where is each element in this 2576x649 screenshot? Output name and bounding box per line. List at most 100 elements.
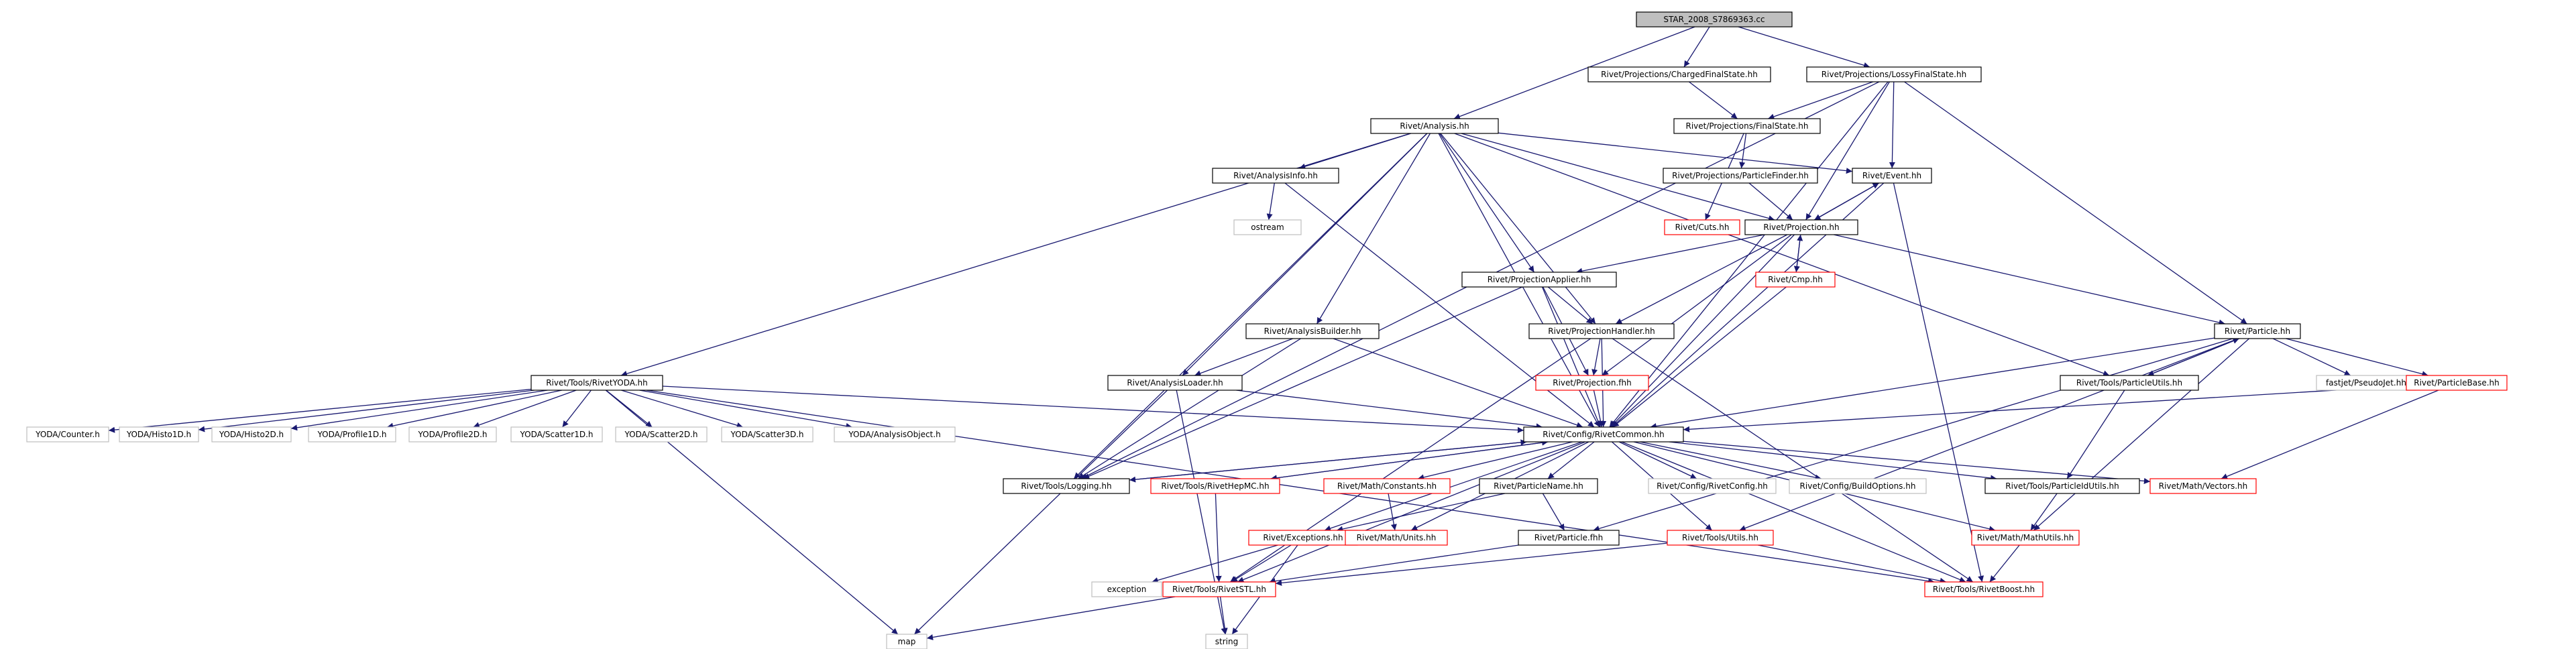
node-label: Rivet/ProjectionApplier.hh: [1488, 275, 1591, 284]
node-box: [1806, 66, 1982, 82]
node-label: Rivet/Particle.fhh: [1534, 533, 1604, 542]
node-label: Rivet/Config/RivetCommon.hh: [1543, 430, 1664, 439]
edge-aloader-to-rcommon: [1236, 390, 1543, 430]
node-mutils[interactable]: Rivet/Math/MathUtils.hh: [1971, 530, 2080, 546]
node-munits[interactable]: Rivet/Math/Units.hh: [1345, 530, 1448, 546]
node-boost[interactable]: Rivet/Tools/RivetBoost.hh: [1924, 581, 2043, 597]
node-label: Rivet/Tools/Logging.hh: [1021, 481, 1111, 491]
node-particle[interactable]: Rivet/Particle.hh: [2214, 323, 2301, 339]
node-papplier[interactable]: Rivet/ProjectionApplier.hh: [1461, 272, 1617, 288]
node-label: Rivet/Projection.hh: [1763, 223, 1839, 232]
node-cmp[interactable]: Rivet/Cmp.hh: [1755, 272, 1836, 288]
node-cuts[interactable]: Rivet/Cuts.hh: [1664, 219, 1740, 235]
node-ryoda[interactable]: Rivet/Tools/RivetYODA.hh: [530, 375, 663, 391]
node-box: [1245, 323, 1380, 339]
edge-exceptions-to-exception: [1152, 544, 1278, 583]
node-box: [1664, 219, 1740, 235]
node-aloader[interactable]: Rivet/AnalysisLoader.hh: [1107, 375, 1243, 391]
edge-phandler-to-pfh: [1591, 338, 1601, 376]
node-lfs[interactable]: Rivet/Projections/LossyFinalState.hh: [1806, 66, 1982, 82]
node-label: Rivet/AnalysisLoader.hh: [1127, 378, 1223, 388]
node-box: [1924, 581, 2043, 597]
edge-event-to-boost: [1893, 182, 1984, 583]
node-box: [510, 426, 603, 442]
node-label: Rivet/Projections/ChargedFinalState.hh: [1601, 70, 1758, 79]
node-label: Rivet/Cmp.hh: [1768, 275, 1823, 284]
node-label: Rivet/Analysis.hh: [1400, 121, 1469, 131]
node-box: [1233, 219, 1302, 235]
node-layer: STAR_2008_S7869363.ccRivet/Projections/C…: [26, 11, 2508, 649]
edge-projection-to-phandler: [1615, 234, 1788, 324]
node-root[interactable]: STAR_2008_S7869363.cc: [1636, 11, 1793, 27]
node-label: fastjet/PseudoJet.hh: [2326, 378, 2406, 388]
node-rcommon[interactable]: Rivet/Config/RivetCommon.hh: [1523, 426, 1684, 442]
edge-mconst-to-munits: [1388, 493, 1397, 531]
edge-rcommon-to-vectors: [1683, 440, 2151, 484]
edge-aloader-to-map: [913, 390, 1168, 635]
node-pidutils[interactable]: Rivet/Tools/ParticleIdUtils.hh: [1984, 478, 2140, 494]
node-label: YODA/Scatter1D.h: [520, 430, 594, 439]
node-fs[interactable]: Rivet/Projections/FinalState.hh: [1673, 118, 1821, 134]
node-box: [1205, 634, 1248, 649]
node-label: YODA/Histo1D.h: [126, 430, 191, 439]
node-pname[interactable]: Rivet/ParticleName.hh: [1479, 478, 1598, 494]
edge-analysis-to-logging: [1073, 133, 1428, 479]
node-event[interactable]: Rivet/Event.hh: [1852, 168, 1932, 184]
node-label: Rivet/Particle.hh: [2225, 327, 2290, 336]
edge-pfinder-to-projection: [1748, 182, 1793, 221]
node-label: Rivet/AnalysisBuilder.hh: [1264, 327, 1361, 336]
node-box: [211, 426, 292, 442]
node-pbase[interactable]: Rivet/ParticleBase.hh: [2406, 375, 2508, 391]
node-label: Rivet/Projections/FinalState.hh: [1686, 121, 1809, 131]
node-mconst[interactable]: Rivet/Math/Constants.hh: [1323, 478, 1451, 494]
edge-projection-to-particle: [1834, 234, 2225, 326]
node-label: Rivet/ProjectionHandler.hh: [1548, 327, 1655, 336]
node-analysis[interactable]: Rivet/Analysis.hh: [1370, 118, 1499, 134]
node-label: Rivet/Projection.fhh: [1553, 378, 1632, 388]
edge-stl-to-string: [1219, 596, 1228, 635]
node-box: [1091, 581, 1162, 597]
edge-pidutils-to-mutils: [2030, 493, 2058, 531]
node-utils[interactable]: Rivet/Tools/Utils.hh: [1667, 530, 1774, 546]
node-rconfig: Rivet/Config/RivetConfig.hh: [1648, 478, 1777, 494]
node-phandler[interactable]: Rivet/ProjectionHandler.hh: [1528, 323, 1675, 339]
edge-particlefh-to-stl: [1269, 544, 1519, 585]
node-abuilder[interactable]: Rivet/AnalysisBuilder.hh: [1245, 323, 1380, 339]
node-label: Rivet/Math/MathUtils.hh: [1977, 533, 2074, 542]
edge-rcommon-to-boost: [1621, 441, 1966, 583]
node-ainfo[interactable]: Rivet/AnalysisInfo.hh: [1212, 168, 1339, 184]
node-box: [1528, 323, 1675, 339]
node-box: [721, 426, 814, 442]
node-pfinder[interactable]: Rivet/Projections/ParticleFinder.hh: [1663, 168, 1818, 184]
node-exceptions[interactable]: Rivet/Exceptions.hh: [1248, 530, 1358, 546]
edge-particle-to-particlefh: [1593, 338, 2233, 532]
edge-pname-to-particlefh: [1542, 493, 1565, 531]
node-chfs[interactable]: Rivet/Projections/ChargedFinalState.hh: [1587, 66, 1771, 82]
node-box: [1667, 530, 1774, 546]
node-logging[interactable]: Rivet/Tools/Logging.hh: [1003, 478, 1130, 494]
edge-ryoda-to-p1d: [387, 390, 562, 429]
node-particlefh[interactable]: Rivet/Particle.fhh: [1518, 530, 1620, 546]
edge-putils-to-particle: [2147, 338, 2239, 376]
node-box: [2406, 375, 2508, 391]
edge-particle-to-pbase: [2286, 338, 2428, 377]
edge-lfs-to-event: [1889, 81, 1895, 169]
node-box: [308, 426, 396, 442]
node-label: Rivet/Tools/Utils.hh: [1682, 533, 1758, 542]
edge-logging-to-rcommon: [1129, 439, 1527, 481]
node-projection[interactable]: Rivet/Projection.hh: [1744, 219, 1858, 235]
node-vectors[interactable]: Rivet/Math/Vectors.hh: [2149, 478, 2257, 494]
edge-root-to-chfs: [1683, 26, 1710, 68]
edge-ryoda-to-counter: [108, 388, 532, 433]
edge-ryoda-to-h2d: [290, 390, 548, 431]
node-box: [1212, 168, 1339, 184]
node-s3d: YODA/Scatter3D.h: [721, 426, 814, 442]
node-hepmc[interactable]: Rivet/Tools/RivetHepMC.hh: [1150, 478, 1280, 494]
node-box: [1852, 168, 1932, 184]
edge-ryoda-to-s1d: [562, 390, 592, 428]
edge-analysis-to-papplier: [1439, 133, 1535, 273]
node-pfh[interactable]: Rivet/Projection.fhh: [1535, 375, 1649, 391]
node-label: Rivet/Math/Units.hh: [1357, 533, 1437, 542]
node-stl[interactable]: Rivet/Tools/RivetSTL.hh: [1162, 581, 1276, 597]
node-putils[interactable]: Rivet/Tools/ParticleUtils.hh: [2060, 375, 2199, 391]
